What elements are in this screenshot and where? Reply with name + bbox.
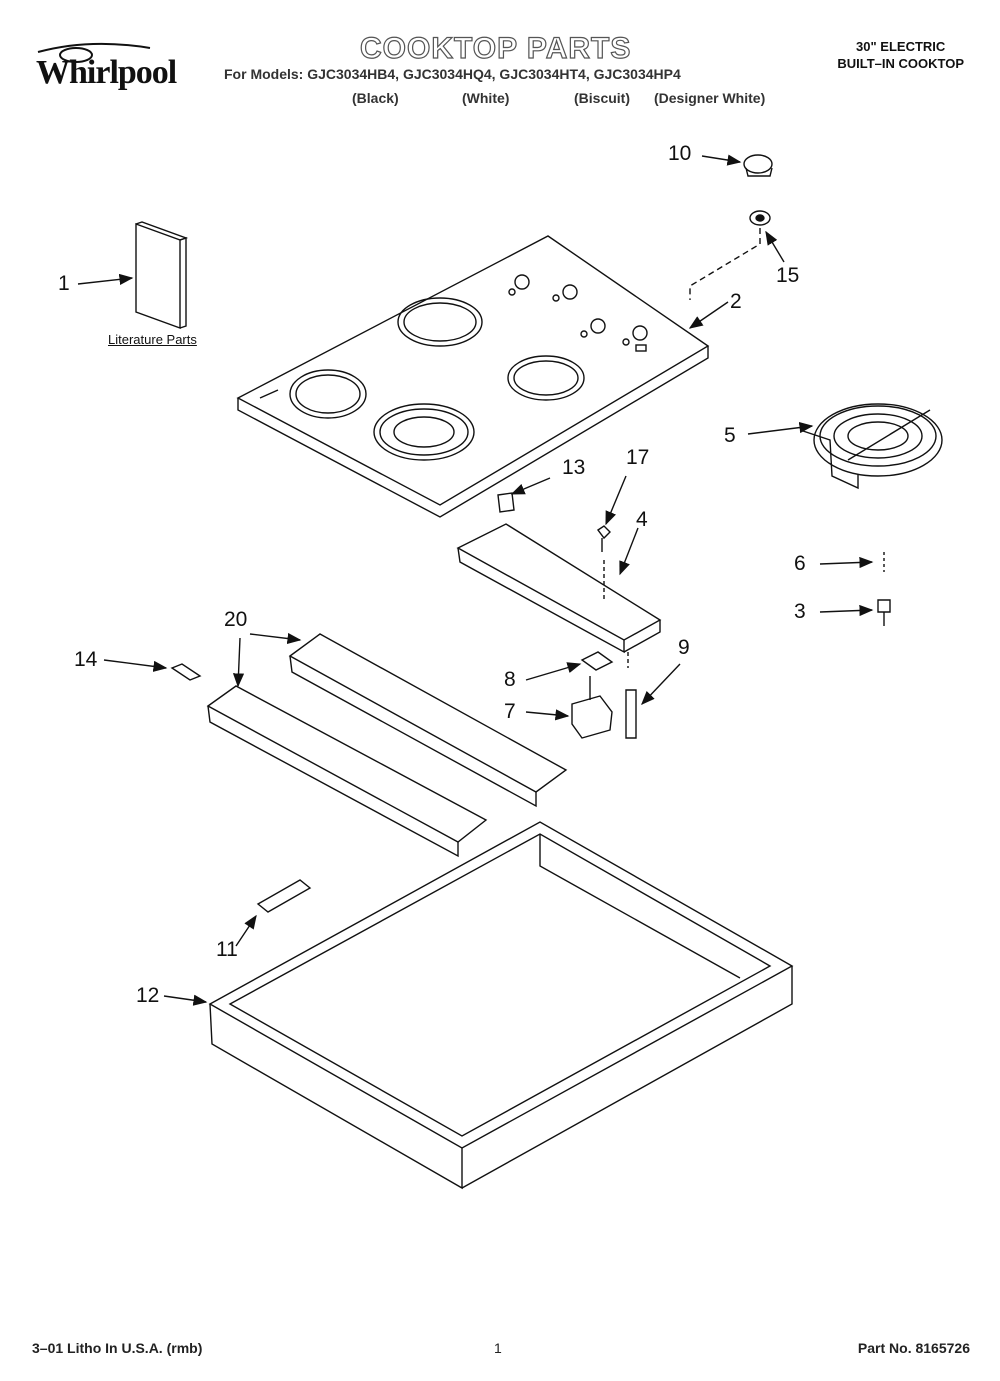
control-bracket — [456, 523, 662, 654]
base-pan — [208, 821, 794, 1190]
callout-17: 17 — [626, 446, 650, 469]
litho-note: 3–01 Litho In U.S.A. (rmb) — [32, 1340, 203, 1356]
mounting-rail-upper — [288, 633, 568, 808]
callout-20: 20 — [224, 608, 248, 631]
brand-name: Whirlpool — [36, 54, 177, 91]
part-number: Part No. 8165726 — [857, 1340, 970, 1356]
callout-6: 6 — [794, 552, 806, 575]
callout-10: 10 — [668, 142, 692, 165]
callout-4: 4 — [636, 508, 648, 531]
callout-7: 7 — [504, 700, 516, 723]
product-line-1: 30" ELECTRIC — [856, 39, 946, 54]
callout-2: 2 — [730, 290, 742, 313]
cooktop-glass — [236, 235, 710, 518]
models-line: For Models: GJC3034HB4, GJC3034HQ4, GJC3… — [224, 66, 681, 82]
callout-15: 15 — [776, 264, 800, 287]
product-type: 30" ELECTRIC BUILT–IN COOKTOP — [837, 38, 964, 72]
whirlpool-logo — [30, 40, 210, 110]
product-line-2: BUILT–IN COOKTOP — [837, 56, 964, 71]
variant-white: (White) — [462, 90, 510, 106]
callout-8: 8 — [504, 668, 516, 691]
callout-3: 3 — [794, 600, 806, 623]
variant-black: (Black) — [352, 90, 399, 106]
callout-12: 12 — [136, 984, 160, 1007]
callout-1: 1 — [58, 272, 70, 295]
mounting-rail-lower — [206, 685, 488, 858]
variant-designer-white: (Designer White) — [654, 90, 766, 106]
radiant-surface-element — [799, 403, 943, 490]
logo-swoosh-icon — [37, 42, 151, 63]
literature-booklet — [135, 221, 189, 329]
variant-biscuit: (Biscuit) — [574, 90, 630, 106]
callout-13: 13 — [562, 456, 586, 479]
control-knob — [743, 154, 773, 174]
callout-14: 14 — [74, 648, 98, 671]
knob-seal — [749, 210, 771, 226]
page-number: 1 — [494, 1340, 502, 1356]
page-title: COOKTOP PARTS — [359, 31, 632, 65]
callout-5: 5 — [724, 424, 736, 447]
literature-parts-label: Literature Parts — [108, 332, 197, 347]
callout-9: 9 — [678, 636, 690, 659]
callout-11: 11 — [216, 938, 238, 961]
